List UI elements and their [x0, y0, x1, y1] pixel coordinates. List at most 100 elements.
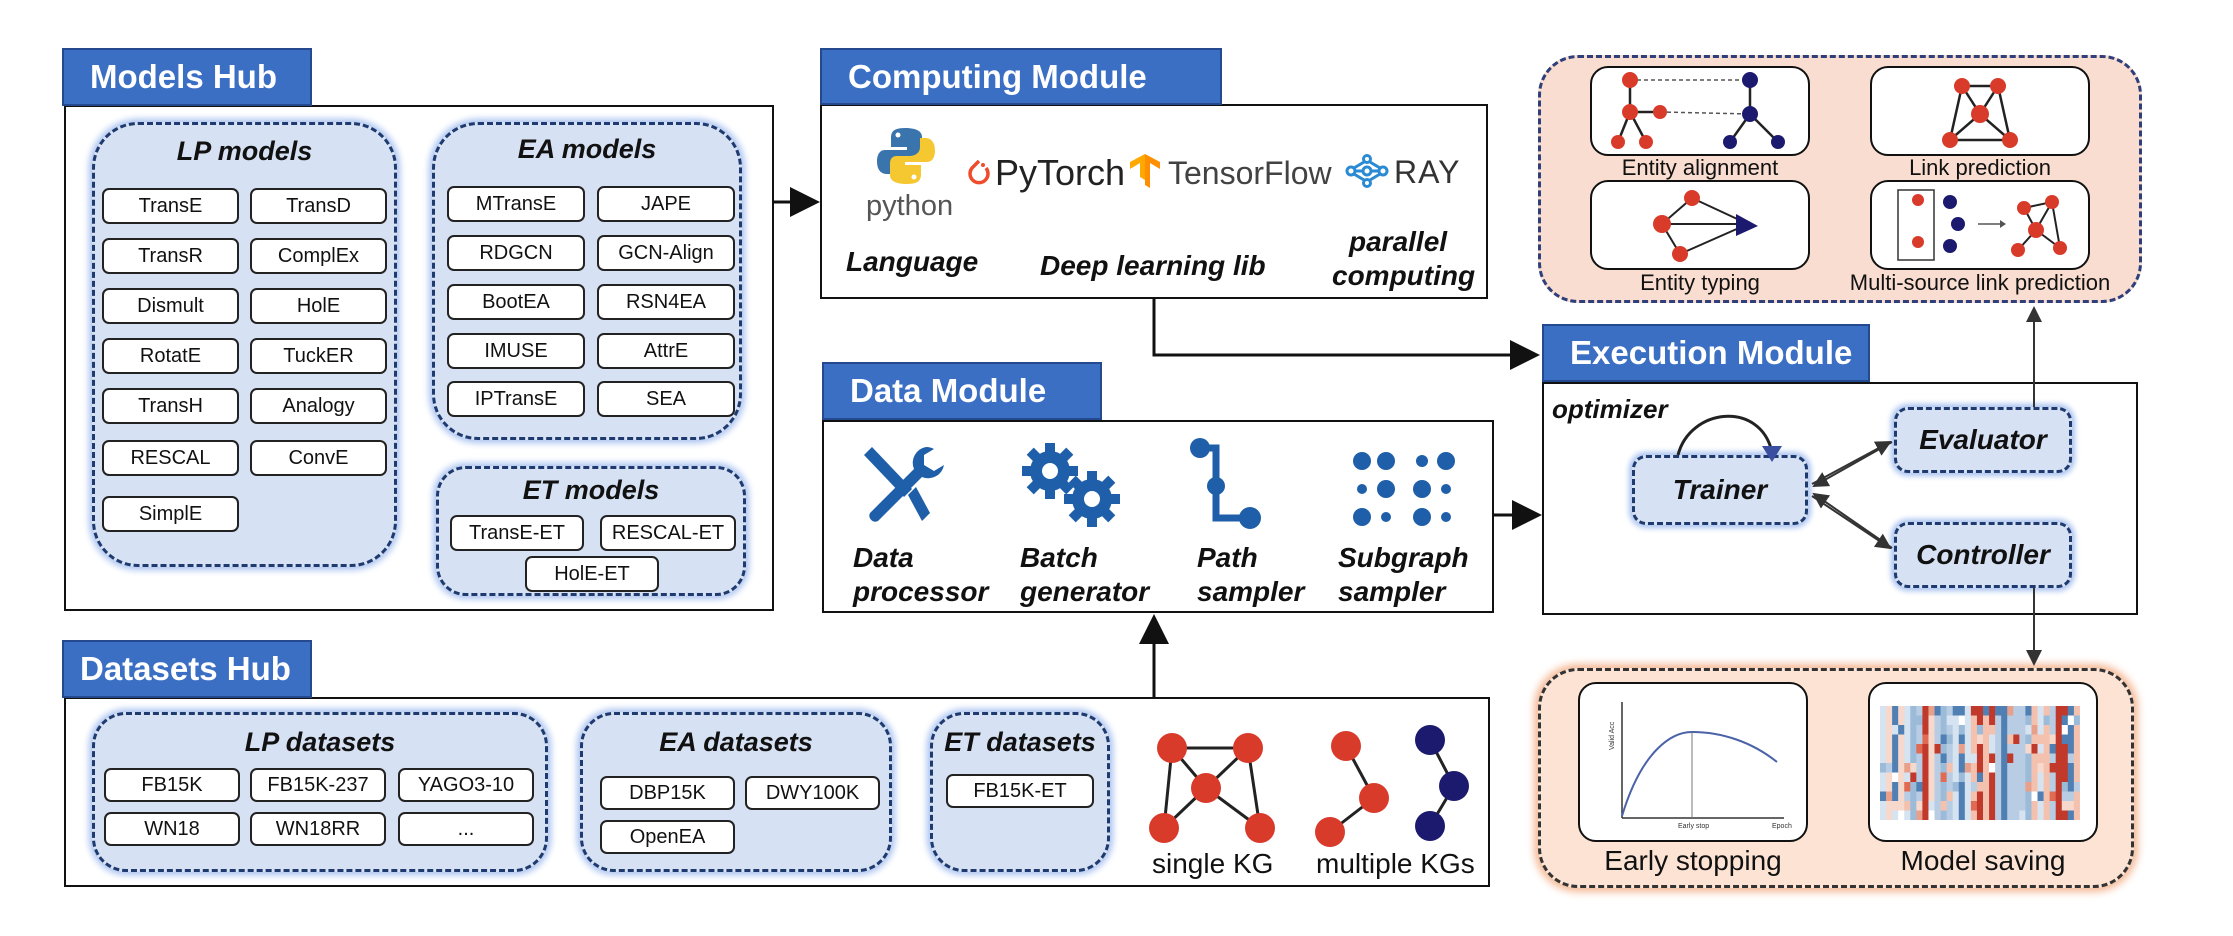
heatmap-cell: [1892, 725, 1899, 735]
heatmap-cell: [2001, 791, 2008, 802]
heatmap-cell: [1995, 772, 2002, 783]
heatmap-cell: [1946, 715, 1954, 726]
dataset-wn18: WN18: [104, 812, 240, 846]
multi-source-graph-icon: [1897, 189, 2067, 261]
model-saving-label: Model saving: [1900, 845, 2066, 876]
heatmap-cell: [2025, 753, 2032, 764]
heatmap-cell: [2001, 744, 2008, 754]
heatmap-cell: [1928, 791, 1935, 802]
heatmap-cell: [1880, 763, 1887, 773]
multiple-kgs-graph-icon: [1315, 725, 1469, 847]
heatmap-cell: [1952, 744, 1960, 754]
heatmap-cell: [2037, 734, 2044, 745]
computing-module-panel: [820, 104, 1488, 299]
heatmap-cell: [2067, 734, 2075, 745]
heatmap-cell: [1952, 810, 1960, 820]
heatmap-cell: [2025, 725, 2032, 735]
heatmap-cell: [2025, 706, 2032, 716]
heatmap-cell: [1910, 725, 1917, 735]
heatmap-cell: [2001, 782, 2008, 792]
data-processor-label-1: Data: [853, 542, 914, 573]
heatmap-cell: [1964, 725, 1972, 735]
heatmap-cell: [1898, 782, 1905, 792]
heatmap-cell: [1995, 706, 2002, 716]
heatmap-cell: [2019, 744, 2026, 754]
early-stopping-card: [1578, 682, 1808, 842]
heatmap-cell: [2001, 753, 2008, 764]
heatmap-cell: [1995, 801, 2002, 811]
heatmap-cell: [2067, 753, 2075, 764]
heatmap-cell: [1892, 734, 1899, 745]
heatmap-cell: [1922, 715, 1929, 726]
execution-module-title: Execution Module: [1542, 324, 1870, 382]
heatmap-cell: [2007, 706, 2014, 716]
model-rsn4ea: RSN4EA: [597, 284, 735, 320]
heatmap-cell: [1989, 791, 1996, 802]
heatmap-cell: [1904, 753, 1911, 764]
heatmap-cell: [1880, 753, 1887, 764]
entity-alignment-label: Entity alignment: [1621, 155, 1779, 180]
heatmap-cell: [2025, 791, 2032, 802]
heatmap-cell: [2049, 744, 2057, 754]
pytorch-logo-icon: [968, 159, 990, 185]
heatmap-cell: [1976, 734, 1984, 745]
heatmap-cell: [1958, 791, 1966, 802]
parallel-label: parallel: [1349, 226, 1448, 257]
heatmap-cell: [1952, 753, 1960, 764]
tensorflow-logo-icon: [1130, 154, 1160, 188]
heatmap-cell: [1928, 706, 1935, 716]
subgraph-dots-icon: [1353, 452, 1455, 526]
heatmap-cell: [1928, 725, 1935, 735]
heatmap-cell: [1940, 744, 1947, 754]
heatmap-cell: [1934, 801, 1941, 811]
heatmap-cell: [1958, 772, 1966, 783]
heatmap-cell: [1958, 744, 1966, 754]
dataset-fb15k-et: FB15K-ET: [946, 774, 1094, 808]
model-simple: SimplE: [102, 496, 239, 532]
heatmap-cell: [2001, 772, 2008, 783]
heatmap-cell: [1983, 801, 1990, 811]
heatmap-cell: [2049, 810, 2057, 820]
heatmap-cell: [2037, 715, 2044, 726]
early-stopping-chart-icon: Valid Acc Epoch Early stop: [1609, 702, 1792, 830]
heatmap-cell: [1983, 753, 1990, 764]
path-sampler-label-1: Path: [1197, 542, 1258, 573]
model-rotate: RotatE: [102, 338, 239, 374]
heatmap-cell: [1964, 734, 1972, 745]
heatmap-cell: [1970, 753, 1978, 764]
heatmap-cell: [2061, 810, 2069, 820]
heatmap-cell: [1886, 715, 1893, 726]
ea-models-title: EA models: [517, 134, 657, 164]
heatmap-cell: [2037, 782, 2044, 792]
heatmap-cell: [1904, 734, 1911, 745]
heatmap-cell: [1958, 753, 1966, 764]
heatmap-cell: [1928, 744, 1935, 754]
heatmap-cell: [2001, 734, 2008, 745]
heatmap-cell: [2055, 753, 2063, 764]
heatmap-cell: [1880, 725, 1887, 735]
heatmap-cell: [1958, 801, 1966, 811]
heatmap-cell: [2037, 791, 2044, 802]
heatmap-cell: [2079, 753, 2086, 764]
heatmap-cell: [1910, 715, 1917, 726]
heatmap-cell: [2043, 772, 2050, 783]
heatmap-cell: [1940, 772, 1947, 783]
heatmap-cell: [1922, 763, 1929, 773]
dataset-wn18rr: WN18RR: [250, 812, 386, 846]
heatmap-cell: [1970, 734, 1978, 745]
lp-models-title: LP models: [176, 136, 313, 166]
heatmap-cell: [2073, 791, 2081, 802]
heatmap-cell: [1898, 744, 1905, 754]
computing-module-title: Computing Module: [820, 48, 1222, 105]
model-mtranse: MTransE: [447, 186, 585, 222]
heatmap-cell: [1983, 810, 1990, 820]
heatmap-cell: [2043, 810, 2050, 820]
heatmap-cell: [2019, 753, 2026, 764]
heatmap-cell: [1892, 715, 1899, 726]
pytorch-logo-text: PyTorch: [995, 152, 1126, 193]
heatmap-cell: [2043, 725, 2050, 735]
heatmap-cell: [2073, 734, 2081, 745]
heatmap-cell: [2043, 801, 2050, 811]
heatmap-cell: [2073, 763, 2081, 773]
heatmap-cell: [1964, 801, 1972, 811]
